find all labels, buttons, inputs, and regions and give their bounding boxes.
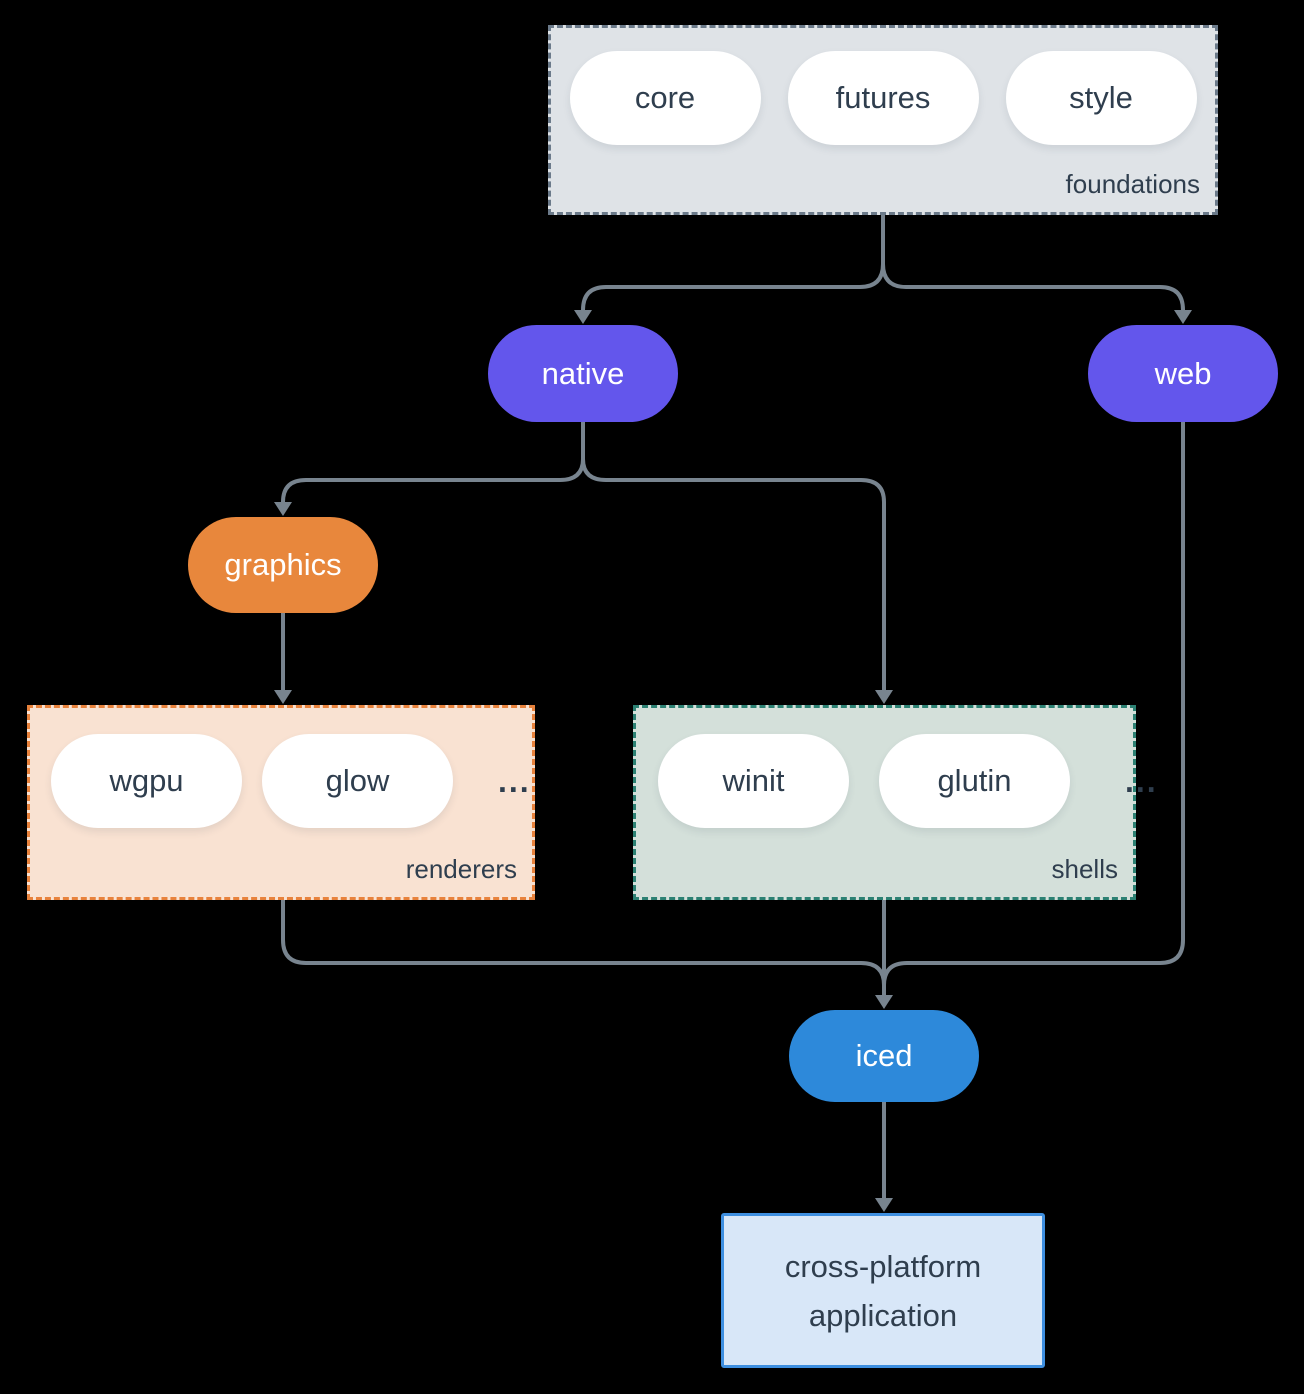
pill-style-label: style bbox=[1069, 80, 1133, 115]
pill-core: core bbox=[569, 51, 761, 145]
node-web: web bbox=[1088, 325, 1278, 422]
shells-label: shells bbox=[1051, 854, 1118, 884]
app-label-line2: application bbox=[808, 1297, 958, 1333]
node-graphics-label: graphics bbox=[224, 547, 342, 582]
pill-glow-label: glow bbox=[325, 763, 390, 798]
pill-glow: glow bbox=[262, 734, 453, 828]
node-cross-platform-application: cross-platform application bbox=[721, 1213, 1045, 1368]
shells-pill-row: winit glutin ... bbox=[636, 708, 1156, 828]
pill-glutin-label: glutin bbox=[937, 763, 1012, 798]
pill-style: style bbox=[1005, 51, 1197, 145]
arrowhead-into-renderers bbox=[274, 690, 292, 704]
pill-core-label: core bbox=[634, 80, 696, 115]
node-native-label: native bbox=[541, 355, 625, 391]
pill-futures-label: futures bbox=[835, 80, 931, 115]
renderers-pill-row: wgpu glow ... bbox=[30, 708, 532, 828]
arrowhead-into-graphics bbox=[274, 502, 292, 516]
pill-glutin: glutin bbox=[879, 734, 1070, 828]
foundations-label: foundations bbox=[1065, 169, 1200, 199]
node-native: native bbox=[488, 325, 678, 422]
arrowhead-into-shells bbox=[875, 690, 893, 704]
renderers-group: wgpu glow ... renderers bbox=[27, 705, 535, 900]
arrowhead-into-app bbox=[875, 1198, 893, 1212]
arrowhead-into-web bbox=[1174, 310, 1192, 324]
node-iced-label: iced bbox=[855, 1038, 913, 1073]
pill-wgpu-label: wgpu bbox=[109, 763, 184, 798]
pill-winit-label: winit bbox=[722, 763, 785, 798]
node-iced: iced bbox=[789, 1010, 979, 1102]
foundations-pill-row: core futures style bbox=[551, 28, 1215, 145]
foundations-group: core futures style foundations bbox=[548, 25, 1218, 215]
app-label-line1: cross-platform bbox=[784, 1248, 982, 1284]
renderers-label: renderers bbox=[405, 854, 517, 884]
renderers-ellipsis: ... bbox=[498, 762, 531, 799]
connector-foundations-to-native-web bbox=[581, 215, 1185, 311]
arrowhead-into-iced bbox=[875, 995, 893, 1009]
node-graphics: graphics bbox=[188, 517, 378, 613]
pill-wgpu: wgpu bbox=[51, 734, 242, 828]
pill-futures: futures bbox=[787, 51, 979, 145]
shells-ellipsis: ... bbox=[1125, 762, 1158, 799]
shells-group: winit glutin ... shells bbox=[633, 705, 1156, 900]
arrowhead-into-native bbox=[574, 310, 592, 324]
pill-winit: winit bbox=[658, 734, 849, 828]
node-web-label: web bbox=[1154, 355, 1212, 391]
